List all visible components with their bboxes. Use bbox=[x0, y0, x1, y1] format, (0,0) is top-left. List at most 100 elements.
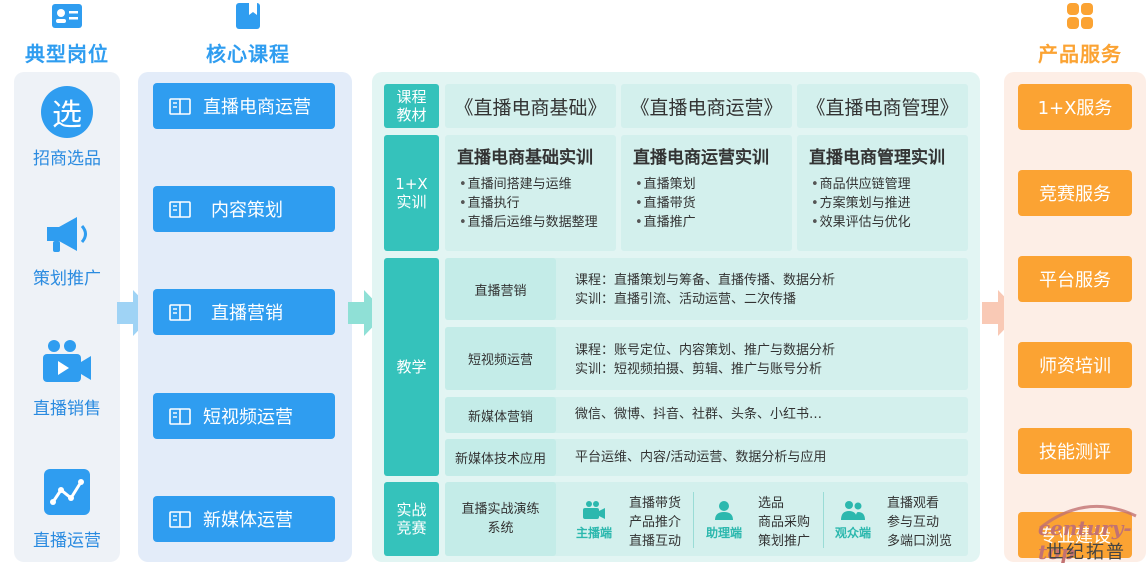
service-item[interactable]: 竞赛服务 bbox=[1018, 170, 1132, 216]
video-camera-icon bbox=[41, 338, 93, 388]
book-title: 《直播电商基础》 bbox=[454, 96, 607, 119]
flow-arrow bbox=[348, 290, 386, 340]
open-book-icon bbox=[169, 200, 191, 218]
role-audience: 观众端 bbox=[829, 500, 877, 541]
open-book-icon bbox=[169, 510, 191, 528]
role-assistant: 助理端 bbox=[700, 500, 748, 541]
watermark: century-top 世纪拓普 bbox=[1036, 494, 1146, 564]
service-item[interactable]: 技能测评 bbox=[1018, 428, 1132, 474]
course-item[interactable]: 内容策划 bbox=[153, 186, 335, 232]
training-item: 直播间搭建与运维 bbox=[459, 175, 598, 194]
practice-label: 实战 竞赛 bbox=[384, 482, 439, 556]
course-label: 直播营销 bbox=[211, 303, 283, 324]
course-label: 直播电商运营 bbox=[203, 97, 311, 118]
training-item: 方案策划与推进 bbox=[811, 194, 911, 213]
teaching-row-name: 直播营销 bbox=[445, 258, 556, 320]
open-book-icon bbox=[169, 303, 191, 321]
course-label: 新媒体运营 bbox=[203, 510, 293, 531]
training-title: 直播电商运营实训 bbox=[633, 148, 769, 168]
training-item: 直播策划 bbox=[635, 175, 696, 194]
job-item: 直播运营 bbox=[14, 468, 120, 551]
training-list: 直播策划 直播带货 直播推广 bbox=[635, 175, 696, 232]
role-item: 参与互动 bbox=[887, 515, 940, 530]
watermark-chinese: 世纪拓普 bbox=[1046, 542, 1126, 563]
role-anchor: 主播端 bbox=[570, 500, 618, 541]
role-item: 多端口浏览 bbox=[887, 534, 953, 549]
course-label: 内容策划 bbox=[211, 200, 283, 221]
training-list: 商品供应链管理 方案策划与推进 效果评估与优化 bbox=[811, 175, 911, 232]
practice-system: 直播实战演练 系统 bbox=[445, 482, 556, 556]
training-title: 直播电商基础实训 bbox=[457, 148, 593, 168]
services-title: 产品服务 bbox=[1038, 42, 1122, 66]
teaching-line: 课程：账号定位、内容策划、推广与数据分析 bbox=[575, 343, 836, 358]
course-label: 短视频运营 bbox=[203, 407, 293, 428]
job-item: 直播销售 bbox=[14, 338, 120, 419]
role-name: 主播端 bbox=[575, 526, 612, 540]
role-name: 观众端 bbox=[834, 526, 871, 540]
bookmark-icon bbox=[231, 2, 265, 30]
watermark-latin: century-top bbox=[1038, 516, 1132, 564]
role-item: 商品采购 bbox=[758, 515, 811, 530]
job-label: 直播销售 bbox=[33, 399, 101, 419]
teaching-line: 实训：短视频拍摄、剪辑、推广与账号分析 bbox=[575, 362, 823, 377]
role-item: 直播互动 bbox=[629, 534, 682, 549]
course-item[interactable]: 直播营销 bbox=[153, 289, 335, 335]
training-cell: 直播电商运营实训 直播策划 直播带货 直播推广 bbox=[621, 135, 792, 251]
role-item: 直播观看 bbox=[887, 496, 940, 511]
training-item: 直播执行 bbox=[459, 194, 598, 213]
teaching-row-name: 短视频运营 bbox=[445, 327, 556, 390]
services-panel bbox=[1004, 72, 1146, 562]
job-item: 策划推广 bbox=[14, 214, 120, 289]
training-cell: 直播电商管理实训 商品供应链管理 方案策划与推进 效果评估与优化 bbox=[797, 135, 968, 251]
jobs-title: 典型岗位 bbox=[25, 42, 109, 66]
users-icon bbox=[841, 501, 865, 520]
course-item[interactable]: 新媒体运营 bbox=[153, 496, 335, 542]
teaching-line: 平台运维、内容/活动运营、数据分析与应用 bbox=[575, 450, 827, 465]
camera-icon bbox=[583, 501, 605, 519]
training-list: 直播间搭建与运维 直播执行 直播后运维与数据整理 bbox=[459, 175, 598, 232]
training-item: 直播后运维与数据整理 bbox=[459, 213, 598, 232]
training-item: 直播推广 bbox=[635, 213, 696, 232]
job-label: 策划推广 bbox=[33, 269, 101, 289]
textbook-label: 课程 教材 bbox=[384, 84, 439, 128]
book-cell: 《直播电商运营》 bbox=[621, 84, 792, 128]
book-title: 《直播电商运营》 bbox=[630, 96, 783, 119]
role-divider bbox=[693, 492, 694, 548]
service-item[interactable]: 平台服务 bbox=[1018, 256, 1132, 302]
service-item[interactable]: 专业建设 bbox=[1018, 512, 1132, 558]
teaching-row-name: 新媒体营销 bbox=[445, 397, 556, 433]
megaphone-icon bbox=[43, 214, 91, 258]
training-label: 1+X 实训 bbox=[384, 135, 439, 251]
select-badge-icon: 选 bbox=[41, 86, 93, 138]
teaching-row-text: 课程：直播策划与筹备、直播传播、数据分析 实训：直播引流、活动运营、二次传播 bbox=[575, 271, 835, 309]
teaching-line: 实训：直播引流、活动运营、二次传播 bbox=[575, 292, 797, 307]
role-item: 产品推介 bbox=[629, 515, 682, 530]
role-items: 选品 商品采购 策划推广 bbox=[758, 494, 810, 551]
grid-icon bbox=[1063, 2, 1097, 30]
job-label: 招商选品 bbox=[33, 149, 101, 169]
services-header: 产品服务 bbox=[1024, 2, 1136, 67]
jobs-header: 典型岗位 bbox=[14, 2, 120, 67]
user-icon bbox=[715, 501, 733, 520]
teaching-label: 教学 bbox=[384, 258, 439, 476]
role-item: 直播带货 bbox=[629, 496, 682, 511]
training-item: 商品供应链管理 bbox=[811, 175, 911, 194]
service-item[interactable]: 师资培训 bbox=[1018, 342, 1132, 388]
id-card-icon bbox=[50, 2, 84, 30]
training-item: 直播带货 bbox=[635, 194, 696, 213]
service-item[interactable]: 1+X服务 bbox=[1018, 84, 1132, 130]
course-item[interactable]: 直播电商运营 bbox=[153, 83, 335, 129]
job-item: 选 招商选品 bbox=[14, 86, 120, 169]
role-items: 直播带货 产品推介 直播互动 bbox=[629, 494, 681, 551]
role-item: 选品 bbox=[758, 496, 785, 511]
teaching-line: 微信、微博、抖音、社群、头条、小红书… bbox=[575, 407, 823, 422]
watermark-swoosh bbox=[1039, 504, 1137, 530]
trend-chart-icon bbox=[43, 468, 91, 520]
open-book-icon bbox=[169, 97, 191, 115]
training-title: 直播电商管理实训 bbox=[809, 148, 945, 168]
role-name: 助理端 bbox=[705, 526, 742, 540]
book-cell: 《直播电商管理》 bbox=[797, 84, 968, 128]
teaching-line: 课程：直播策划与筹备、直播传播、数据分析 bbox=[575, 273, 836, 288]
course-item[interactable]: 短视频运营 bbox=[153, 393, 335, 439]
book-title: 《直播电商管理》 bbox=[806, 96, 959, 119]
